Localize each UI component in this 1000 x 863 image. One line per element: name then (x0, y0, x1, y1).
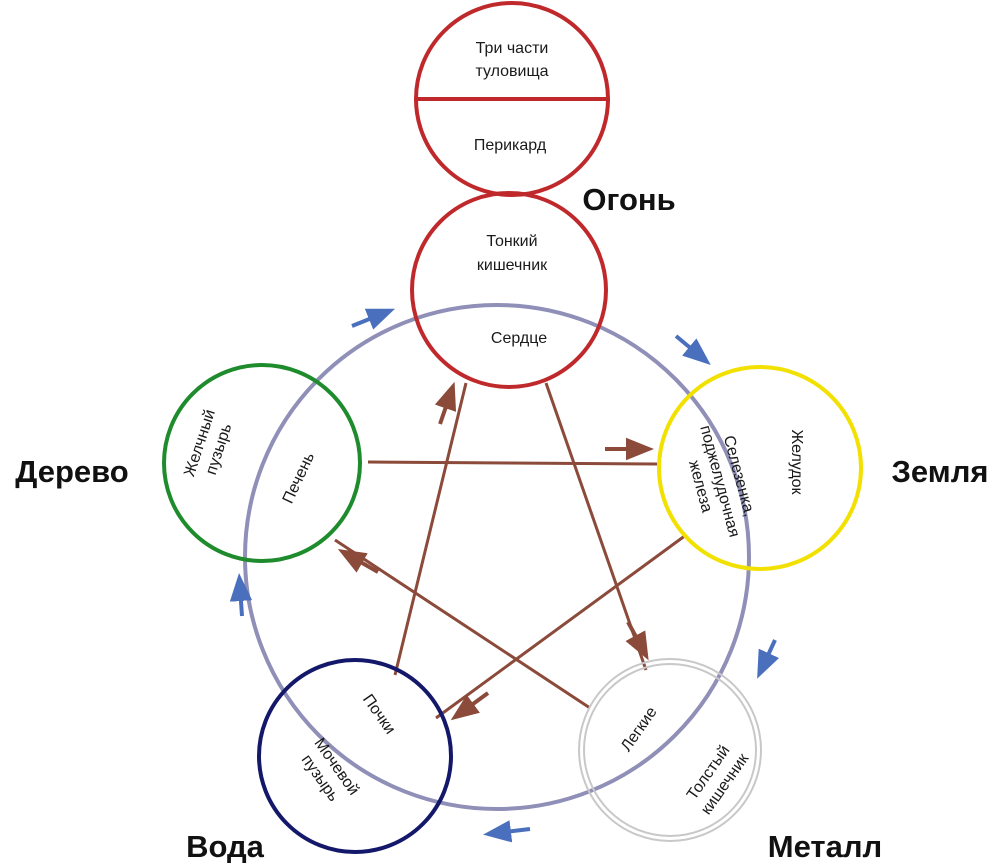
lungs-label: Легкие (618, 704, 661, 755)
star-line-wood-earth (367, 460, 658, 466)
kidneys-label: Почки (359, 691, 398, 737)
star-arrow-to-fire (434, 381, 457, 425)
water-circle (257, 658, 453, 854)
cycle-arrow-wood-to-fire (351, 308, 395, 330)
bladder-label-group: Мочевой пузырь (298, 735, 362, 805)
heart-label: Сердце (491, 330, 547, 347)
cycle-arrow-water-to-wood (229, 573, 253, 617)
star-arrow-to-water (450, 691, 490, 721)
element-label-metal: Металл (768, 829, 882, 863)
generating-cycle-ring (243, 303, 751, 811)
star-line-water-fire (393, 382, 468, 676)
triple-burner-label-2: туловища (475, 63, 548, 80)
element-label-earth: Земля (892, 454, 989, 489)
small-intestine-label-2: кишечник (477, 257, 548, 274)
element-label-wood: Дерево (15, 454, 128, 489)
cycle-arrow-earth-to-metal (757, 639, 780, 679)
gallbladder-label-group: Желчный пузырь (181, 407, 235, 478)
liver-label: Печень (280, 450, 318, 506)
star-line-metal-wood (334, 538, 591, 710)
earth-circle (657, 365, 863, 571)
star-arrows (337, 381, 654, 721)
element-label-fire: Огонь (582, 182, 675, 217)
star-line-earth-water (435, 533, 687, 720)
metal-circle-inner (583, 663, 757, 837)
pericardium-label: Перикард (474, 137, 547, 154)
star-arrow-to-metal (625, 621, 649, 661)
stomach-label: Желудок (788, 430, 805, 496)
fire-circle (410, 191, 608, 389)
wood-circle (162, 363, 362, 563)
element-label-water: Вода (186, 829, 265, 863)
star-arrow-to-wood (337, 549, 379, 574)
small-intestine-label-1: Тонкий (486, 233, 537, 250)
triple-burner-label-1: Три части (476, 40, 549, 57)
cycle-arrows (229, 308, 780, 843)
cycle-arrow-metal-to-water (483, 820, 531, 843)
metal-circle (578, 658, 762, 842)
cycle-arrow-fire-to-earth (674, 334, 711, 365)
